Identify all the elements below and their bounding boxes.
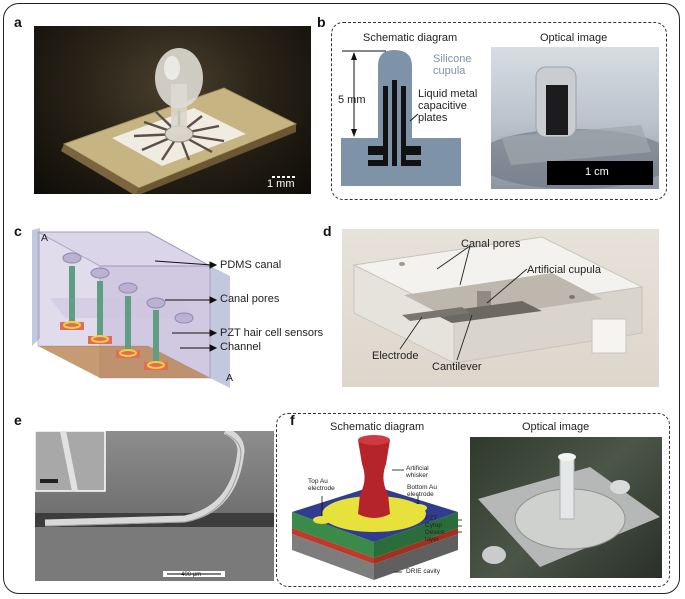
panel-b-optical-photo: 1 cm — [491, 47, 659, 189]
panel-b-schematic — [341, 50, 461, 186]
cupula-label-line2: cupula — [433, 65, 466, 77]
panel-d-leader-lines — [399, 245, 528, 361]
panel-d-electrode-label: Electrode — [372, 350, 419, 362]
panel-f-schematic-title: Schematic diagram — [330, 421, 425, 433]
panel-c-canal-drawing — [32, 228, 230, 388]
panel-b-optical-title: Optical image — [540, 32, 608, 44]
figure-frame — [3, 3, 680, 594]
panel-d-device-drawing — [352, 236, 644, 364]
panel-b-scale-bar-label: 1 cm — [585, 166, 609, 178]
panel-c-pores-label: Canal pores — [220, 293, 280, 305]
panel-f-optical-photo — [470, 437, 662, 578]
panel-d-render — [342, 229, 659, 387]
panel-label-e: e — [14, 412, 22, 428]
panel-c-channel-label: Channel — [220, 341, 261, 353]
device-line1: Device — [425, 529, 445, 536]
panel-f-cytop-label: Cytop — [425, 522, 442, 529]
panel-f-schematic — [292, 435, 462, 580]
panel-label-f: f — [290, 412, 295, 428]
panel-f-drie-label: DRIE cavity — [406, 568, 440, 575]
panel-b-dimension: 5 mm — [338, 94, 366, 106]
top-au-line2: electrode — [308, 485, 335, 492]
panel-label-b: b — [317, 14, 326, 30]
panel-a-scale-bar-label: 1 mm — [267, 178, 295, 190]
panel-d-pores-label: Canal pores — [461, 238, 521, 250]
bottom-au-line2: electrode — [407, 491, 434, 498]
panel-f-photo-drawing — [478, 453, 660, 567]
panel-f-optical-title: Optical image — [522, 421, 590, 433]
panel-d-cupula-label: Artificial cupula — [527, 264, 601, 276]
plates-line3: plates — [418, 112, 448, 124]
panel-f-dashed-box — [276, 413, 670, 587]
panel-e-scale-bar-label: 400 μm — [181, 572, 202, 578]
panel-b-scale-bar — [547, 161, 653, 185]
whisker-line2: whisker — [406, 472, 429, 479]
whisker-line1: Artificial — [406, 465, 429, 472]
panel-f-pzt-label: PZT — [425, 515, 438, 522]
panel-c-pdms-label: PDMS canal — [220, 259, 282, 271]
panel-b-dashed-box — [331, 22, 667, 200]
panel-c-corner-a-top: A — [41, 232, 49, 244]
top-au-line1: Top Au — [308, 478, 328, 485]
plates-line2: capacitive — [418, 100, 467, 112]
panel-a-device-drawing — [61, 48, 298, 194]
panel-c-corner-a-bottom: A — [226, 372, 234, 384]
panel-label-d: d — [323, 223, 332, 239]
panel-a-photo: 1 mm — [34, 26, 311, 194]
panel-c-leader-lines — [154, 260, 218, 352]
cupula-label-line1: Silicone — [433, 53, 472, 65]
panel-label-c: c — [14, 223, 22, 239]
panel-b-cupula-label: Silicone cupula — [433, 53, 472, 77]
device-line2: layer — [425, 536, 440, 543]
panel-b-plates-label: Liquid metal capacitive plates — [418, 88, 477, 124]
panel-e-sem-image: 400 μm — [35, 431, 274, 581]
panel-c-pzt-label: PZT hair cell sensors — [220, 327, 324, 339]
panel-b-schematic-title: Schematic diagram — [363, 32, 458, 44]
bottom-au-line1: Bottom Au — [407, 484, 437, 491]
plates-line1: Liquid metal — [418, 88, 478, 100]
panel-d-cantilever-label: Cantilever — [432, 361, 482, 373]
panel-e-sem-drawing — [35, 431, 274, 581]
panel-label-a: a — [14, 14, 22, 30]
